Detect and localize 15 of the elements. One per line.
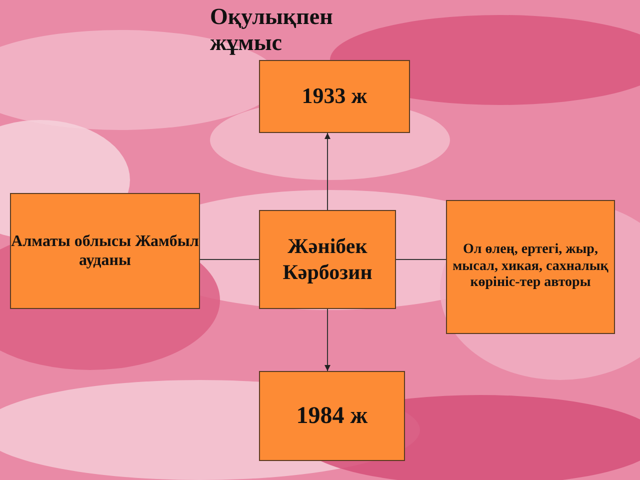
arrow	[324, 308, 330, 372]
box-text: Алматы облысы Жамбыл ауданы	[11, 232, 199, 270]
box-text: 1933 ж	[302, 83, 368, 110]
text-box	[446, 200, 615, 334]
connector-line	[396, 259, 446, 260]
connector-line	[200, 259, 260, 260]
title: Оқулықпен жұмыс	[210, 4, 334, 56]
text-box	[259, 60, 410, 133]
box-text: Жәнібек Кәрбозин	[282, 234, 374, 285]
text-box	[259, 210, 396, 309]
arrow	[324, 132, 330, 210]
text-box	[10, 193, 200, 309]
text-box	[259, 371, 405, 461]
box-text: Ол өлең, ертегі, жыр, мысал, хикая, сахналық көрініс-тер авторы	[452, 242, 610, 292]
box-text: 1984 ж	[296, 402, 368, 430]
